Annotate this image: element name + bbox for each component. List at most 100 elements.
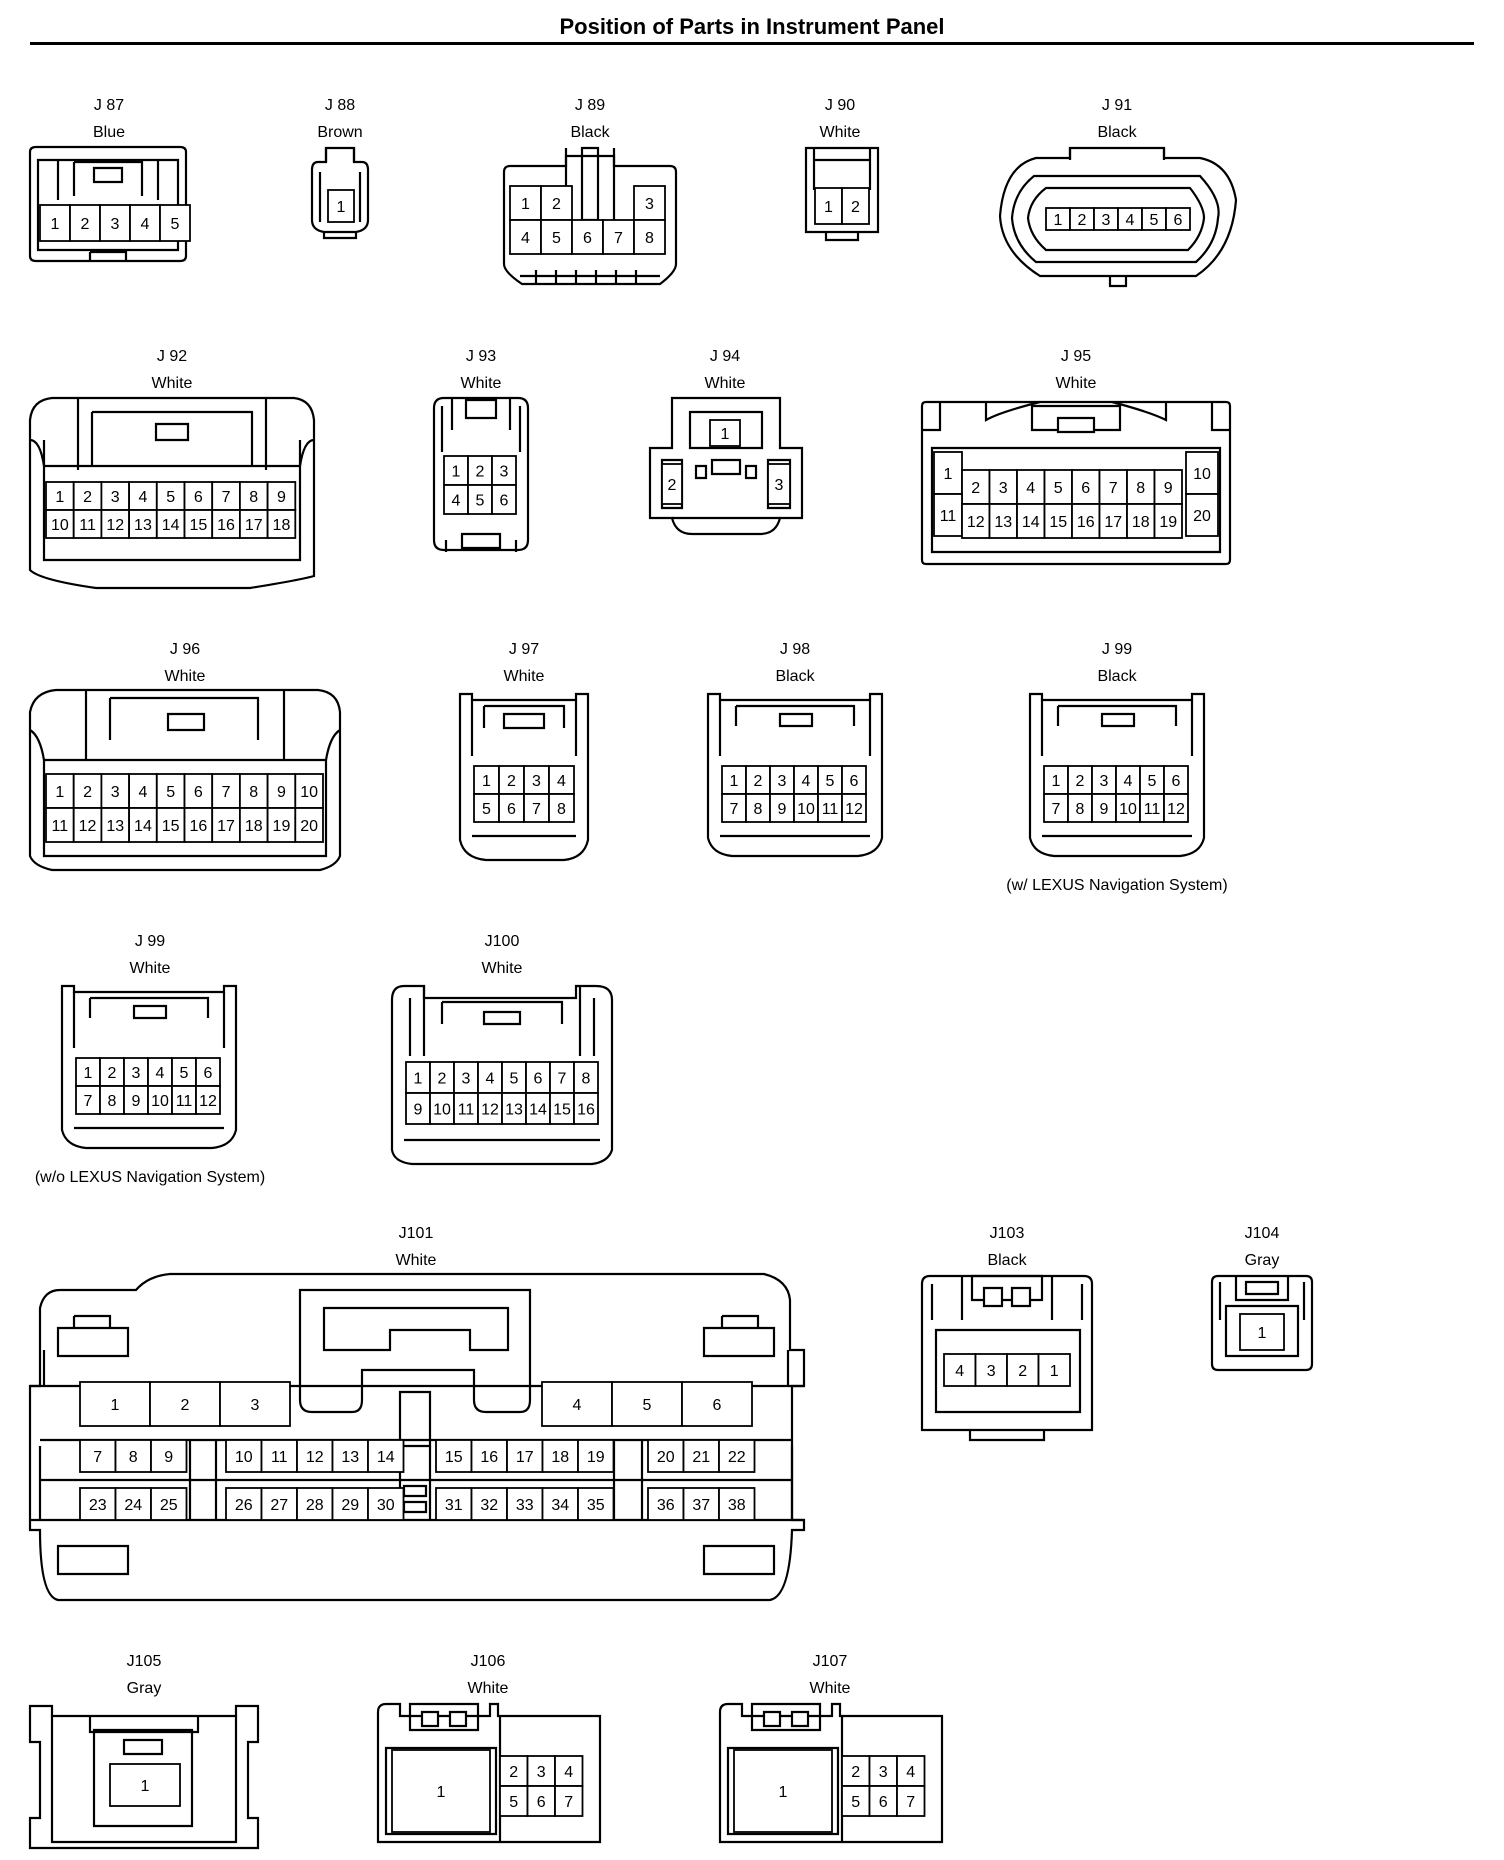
- pin-number: 1: [482, 773, 491, 790]
- pin-number: 6: [204, 1065, 213, 1082]
- pin-number: 11: [271, 1449, 288, 1466]
- pin-number: 14: [377, 1449, 395, 1466]
- pin-number: 11: [1144, 801, 1161, 818]
- pin-number: 6: [1172, 773, 1181, 790]
- pin-cell: [211, 807, 241, 843]
- pin-cell: [988, 503, 1018, 539]
- pin-number: 12: [199, 1093, 217, 1110]
- pin-cell: [841, 1785, 871, 1817]
- connector-j100-color: White: [482, 960, 523, 977]
- pin-number: 12: [481, 1102, 499, 1119]
- pin-number: 3: [879, 1764, 888, 1781]
- pin-number: 1: [141, 1778, 150, 1795]
- pin-number: 9: [414, 1102, 423, 1119]
- pin-number: 11: [176, 1093, 193, 1110]
- pin-cell: [294, 807, 324, 843]
- pin-cell: [1098, 469, 1128, 505]
- pin-number: 18: [551, 1449, 569, 1466]
- pin-number: 2: [476, 464, 485, 481]
- pin-cell: [171, 1057, 197, 1087]
- pin-number: 1: [779, 1784, 788, 1801]
- pin-number: 12: [79, 818, 97, 835]
- pin-number: 16: [217, 517, 235, 534]
- connector-j90-name: J 90: [825, 97, 855, 114]
- pin-cell: [1006, 1353, 1040, 1387]
- connector-j99-nav-note: (w/ LEXUS Navigation System): [1006, 877, 1227, 894]
- pin-number: 4: [521, 230, 530, 247]
- pin-cell: [155, 773, 186, 809]
- pin-number: 1: [521, 196, 530, 213]
- connector-j99-nav-color: Black: [1097, 668, 1137, 685]
- pin-number: 1: [1052, 773, 1061, 790]
- pin-number: 26: [235, 1497, 253, 1514]
- pin-cell: [1163, 793, 1189, 823]
- pin-number: 5: [180, 1065, 189, 1082]
- pin-cell: [79, 1381, 151, 1427]
- connector-j106-name: J106: [471, 1653, 506, 1670]
- pin-number: 8: [1136, 480, 1145, 497]
- pin-number: 16: [480, 1449, 498, 1466]
- pin-number: 4: [486, 1071, 495, 1088]
- pin-number: 5: [510, 1071, 519, 1088]
- connector-j99-no-nav-note: (w/o LEXUS Navigation System): [35, 1169, 265, 1186]
- connector-j96-name: J 96: [170, 641, 200, 658]
- pin-number: 17: [516, 1449, 534, 1466]
- pin-number: 2: [754, 773, 763, 790]
- pin-number: 9: [164, 1449, 173, 1466]
- pin-number: 1: [55, 489, 64, 506]
- pin-number: 10: [1119, 801, 1137, 818]
- pin-number: 4: [573, 1397, 582, 1414]
- pin-number: 8: [754, 801, 763, 818]
- pin-cell: [501, 1061, 527, 1094]
- pin-number: 3: [532, 773, 541, 790]
- pin-number: 5: [166, 489, 175, 506]
- pin-number: 5: [171, 216, 180, 233]
- connector-j93: J 93 White: [432, 348, 530, 552]
- connector-j87-color: Blue: [93, 124, 125, 141]
- pin-cell: [183, 807, 214, 843]
- pin-number: 4: [564, 1764, 573, 1781]
- pin-number: 4: [1126, 212, 1135, 229]
- pin-number: 4: [1026, 480, 1035, 497]
- pin-cell: [868, 1755, 898, 1787]
- pin-number: 12: [845, 801, 863, 818]
- pin-cell: [99, 1085, 125, 1115]
- pin-cell: [1091, 793, 1117, 823]
- pin-cell: [266, 807, 297, 843]
- pin-number: 18: [245, 818, 263, 835]
- pin-cell: [114, 1487, 152, 1521]
- pin-number: 13: [106, 818, 124, 835]
- pin-number: 2: [1018, 1363, 1027, 1380]
- pin-cell: [296, 1487, 334, 1521]
- pin-number: 4: [802, 773, 811, 790]
- pin-number: 9: [277, 784, 286, 801]
- pin-cell: [1239, 1313, 1285, 1351]
- connector-j99-no-nav-color: White: [130, 960, 171, 977]
- pin-cell: [100, 509, 131, 539]
- pin-number: 10: [235, 1449, 253, 1466]
- pin-cell: [491, 455, 517, 486]
- pin-number: 3: [999, 480, 1008, 497]
- pin-number: 17: [217, 818, 235, 835]
- pin-cell: [974, 1353, 1008, 1387]
- pin-number: 4: [141, 216, 150, 233]
- pin-number: 6: [537, 1794, 546, 1811]
- connector-j95-name: J 95: [1061, 348, 1091, 365]
- pin-number: 8: [1076, 801, 1085, 818]
- pin-cell: [39, 204, 71, 242]
- pin-number: 12: [106, 517, 124, 534]
- pin-number: 23: [89, 1497, 107, 1514]
- connector-j91: J 91 Black: [998, 97, 1238, 288]
- pin-number: 3: [1102, 212, 1111, 229]
- pin-cell: [491, 484, 517, 515]
- pin-number: 7: [532, 801, 541, 818]
- pin-number: 16: [577, 1102, 595, 1119]
- pin-cell: [767, 463, 791, 505]
- pin-cell: [554, 1785, 584, 1817]
- pin-number: 1: [337, 199, 346, 216]
